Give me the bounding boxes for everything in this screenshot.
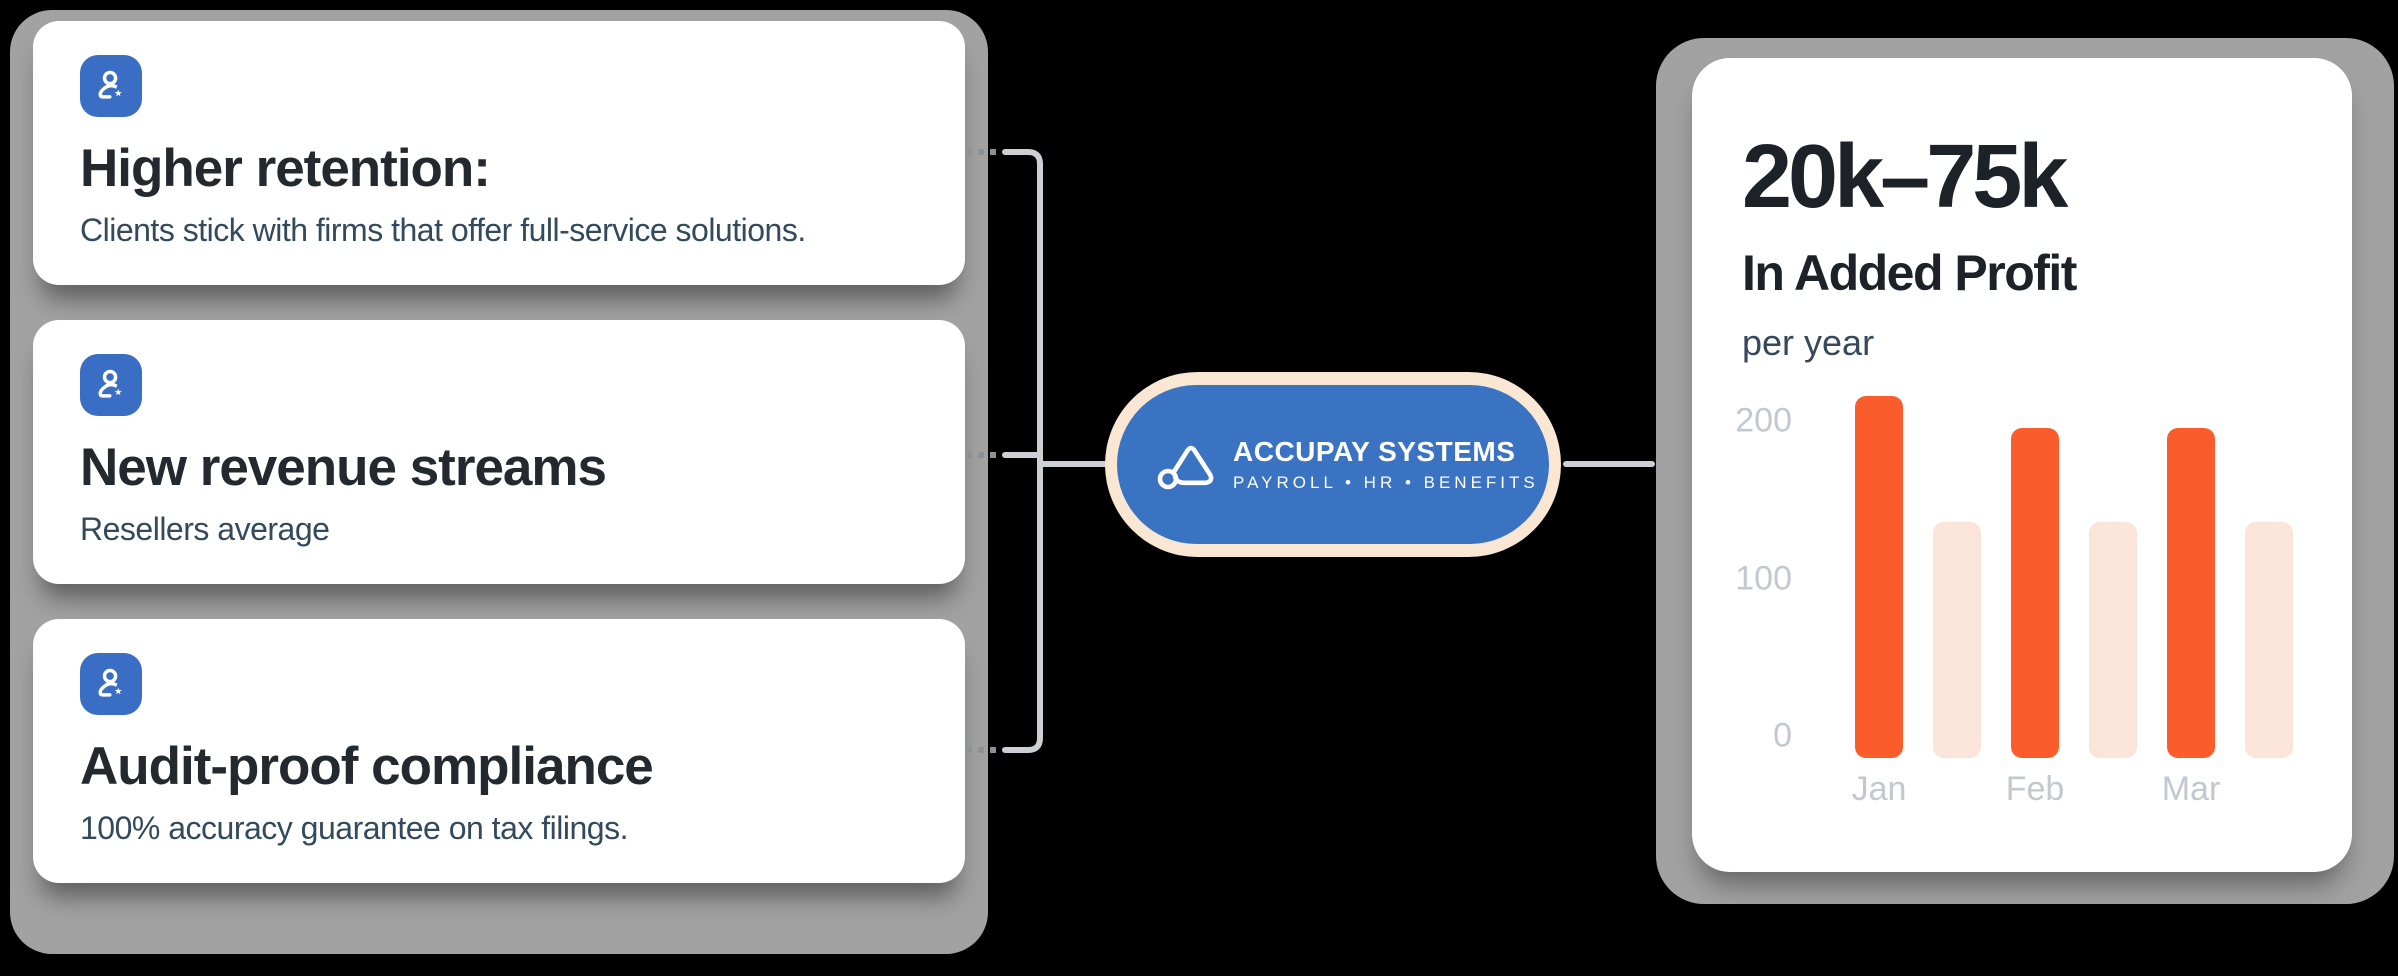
bar-baseline-jan	[1933, 522, 1981, 758]
benefit-description: Resellers average	[80, 511, 330, 548]
user-star-icon	[80, 354, 142, 416]
user-star-icon	[80, 653, 142, 715]
benefit-description: 100% accuracy guarantee on tax filings.	[80, 810, 628, 847]
bar-highlight-feb	[2011, 428, 2059, 758]
profit-panel: 20k–75k In Added Profit per year 0 100 200…	[1656, 38, 2394, 904]
profit-label: In Added Profit	[1742, 245, 2077, 301]
bar-baseline-feb	[2089, 522, 2137, 758]
x-tick-label: Jan	[1851, 770, 1907, 808]
brand-badge: ACCUPAY SYSTEMS PAYROLL • HR • BENEFITS	[1105, 372, 1561, 557]
accupay-logo-icon	[1157, 445, 1214, 489]
x-tick-label: Feb	[2005, 770, 2065, 808]
bar-baseline-mar	[2245, 522, 2293, 758]
benefit-description: Clients stick with firms that offer full…	[80, 212, 806, 249]
x-tick-label: Mar	[2161, 770, 2221, 808]
brand-text-block: ACCUPAY SYSTEMS PAYROLL • HR • BENEFITS	[1233, 436, 1539, 493]
brand-name: ACCUPAY SYSTEMS	[1233, 436, 1516, 467]
profit-bar-chart: 0 100 200 Jan Feb Mar	[1692, 388, 2352, 818]
benefit-title: New revenue streams	[80, 438, 607, 497]
benefit-card-compliance: Audit-proof compliance 100% accuracy gua…	[33, 619, 965, 883]
bar-highlight-jan	[1855, 396, 1903, 758]
profit-period: per year	[1742, 322, 1875, 363]
benefits-panel: Higher retention: Clients stick with fir…	[10, 10, 988, 954]
bar-highlight-mar	[2167, 428, 2215, 758]
x-axis-labels: Jan Feb Mar	[1692, 770, 2352, 814]
bars-group	[1855, 388, 2293, 758]
profit-card: 20k–75k In Added Profit per year 0 100 200…	[1692, 58, 2352, 872]
benefit-card-revenue: New revenue streams Resellers average	[33, 320, 965, 584]
benefit-card-retention: Higher retention: Clients stick with fir…	[33, 21, 965, 285]
brand-tagline: PAYROLL • HR • BENEFITS	[1233, 473, 1539, 492]
benefit-title: Audit-proof compliance	[80, 737, 654, 796]
y-tick-label: 0	[1773, 716, 1792, 755]
profit-range: 20k–75k	[1742, 127, 2068, 227]
y-tick-label: 100	[1735, 559, 1792, 597]
brand-badge-pill: ACCUPAY SYSTEMS PAYROLL • HR • BENEFITS	[1117, 385, 1549, 544]
y-tick-label: 200	[1735, 401, 1792, 440]
user-star-icon	[80, 55, 142, 117]
benefit-title: Higher retention:	[80, 139, 491, 198]
